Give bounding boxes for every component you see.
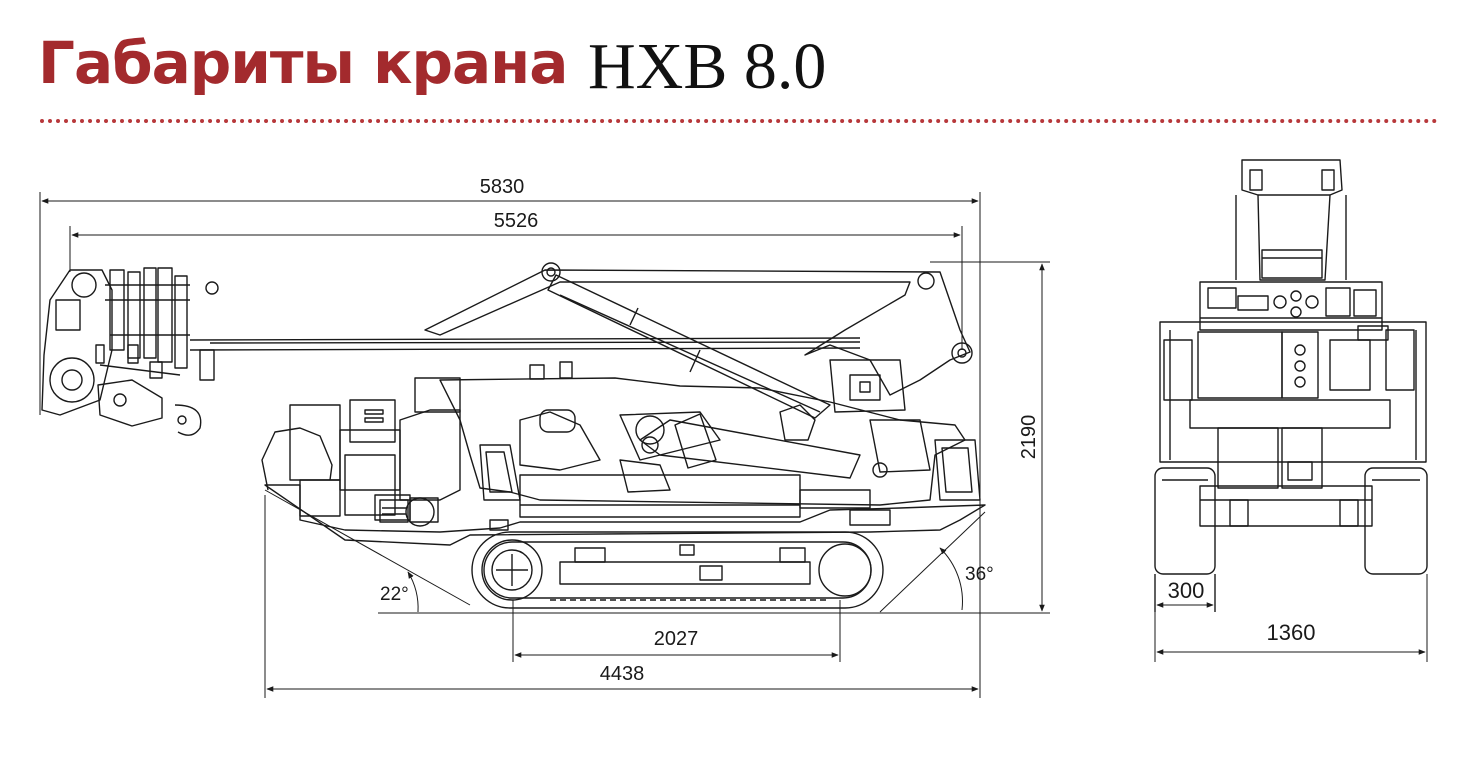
dim-rear-angle: 36° — [965, 564, 994, 585]
dim-track-width: 300 — [1168, 578, 1205, 603]
luffing-arm — [424, 262, 973, 419]
hook-block — [41, 267, 219, 436]
dimension-labels: 5830 5526 2190 2027 4438 22° 36° 300 136… — [380, 176, 1315, 685]
header: Габариты крана HXB 8.0 — [38, 22, 1438, 112]
front-view — [1154, 159, 1428, 662]
dim-height: 2190 — [1018, 415, 1040, 460]
crane-body — [261, 361, 986, 546]
crawler-track — [471, 531, 884, 609]
dim-base-length: 4438 — [600, 663, 645, 685]
page-title: Габариты крана — [38, 29, 568, 97]
dim-front-angle: 22° — [380, 584, 409, 605]
boom — [189, 337, 861, 351]
dim-boom-length: 5526 — [494, 210, 539, 232]
model-name: HXB 8.0 — [588, 30, 827, 103]
extension-lines — [39, 192, 1050, 698]
dotted-divider — [40, 119, 1438, 123]
side-view — [39, 192, 1050, 698]
dimension-lines — [41, 198, 1045, 692]
dim-overall-length: 5830 — [480, 176, 525, 198]
dim-overall-width: 1360 — [1267, 620, 1316, 645]
dim-track-contact-length: 2027 — [654, 628, 699, 650]
